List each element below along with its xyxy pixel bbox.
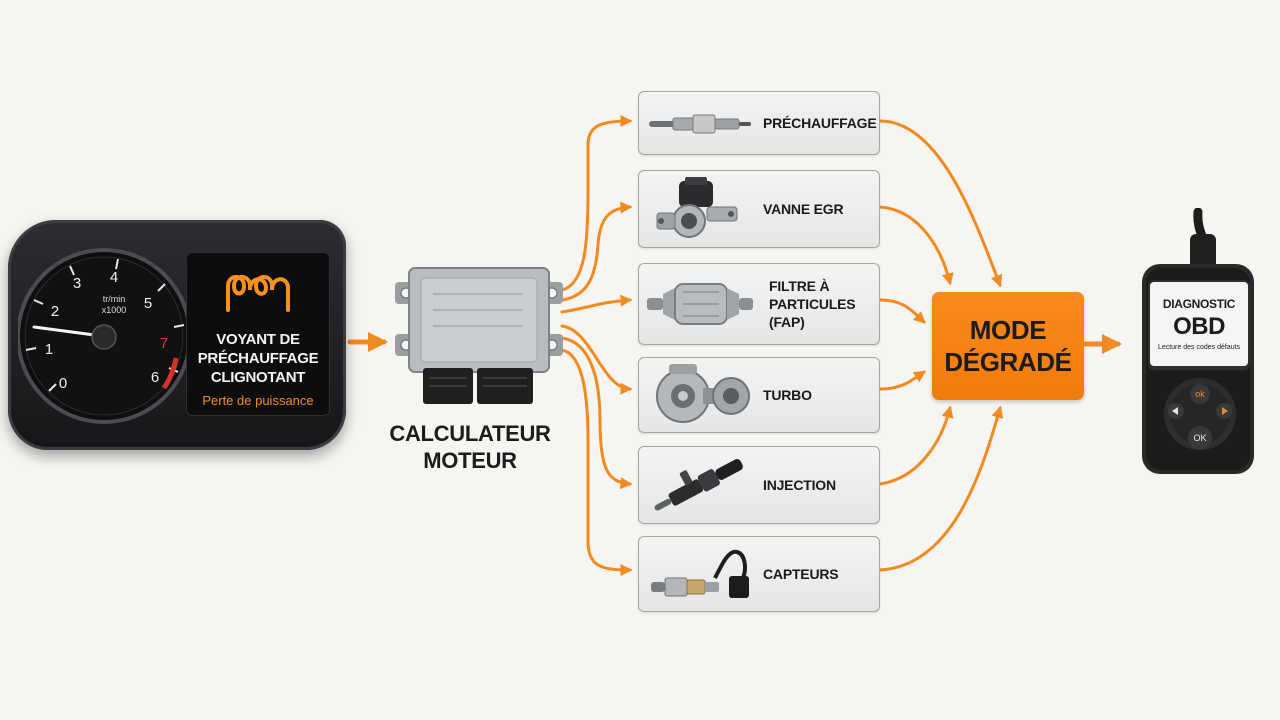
tacho-tick-label-red: 7 bbox=[160, 335, 168, 352]
obd-subtitle: OBD bbox=[1173, 313, 1225, 340]
degraded-mode-line: DÉGRADÉ bbox=[944, 347, 1072, 377]
sensor-icon bbox=[651, 549, 749, 598]
tacho-unit: tr/min bbox=[103, 294, 126, 304]
component-label-line: PRÉCHAUFFAGE bbox=[763, 115, 877, 131]
component-label-line: FILTRE À bbox=[769, 278, 830, 294]
connector-capteurs-to-mode bbox=[878, 405, 1004, 572]
glow-plug-icon bbox=[649, 114, 751, 134]
component-box-injection: INJECTION bbox=[638, 446, 880, 524]
tacho-major-ticks bbox=[25, 258, 185, 392]
obd-caption: Lecture des codes défauts bbox=[1157, 344, 1241, 351]
tacho-tick-label: 3 bbox=[73, 275, 81, 292]
obd-ok-button-label: OK bbox=[1193, 433, 1207, 443]
component-box-fap: FILTRE À PARTICULES (FAP) bbox=[638, 263, 880, 345]
connector-turbo-to-mode bbox=[878, 370, 926, 391]
component-box-capteurs: CAPTEURS bbox=[638, 536, 880, 612]
ecu-unit-icon bbox=[395, 267, 563, 404]
warning-title: VOYANT DE PRÉCHAUFFAGE CLIGNOTANT bbox=[186, 330, 330, 387]
component-label: CAPTEURS bbox=[763, 537, 839, 611]
egr-valve-icon bbox=[656, 177, 738, 238]
component-box-prechauffage: PRÉCHAUFFAGE bbox=[638, 91, 880, 155]
connector-egr-to-mode bbox=[878, 205, 954, 286]
tachometer-gauge: 0 1 2 3 4 5 6 7 tr/min x1000 bbox=[18, 248, 192, 424]
tacho-tick-label: 0 bbox=[59, 375, 67, 392]
tacho-redline bbox=[161, 357, 179, 390]
cluster-display: VOYANT DE PRÉCHAUFFAGE CLIGNOTANT Perte … bbox=[186, 252, 330, 416]
component-label-line: PARTICULES (FAP) bbox=[769, 296, 856, 330]
connector-ecu-to-capteurs bbox=[560, 348, 633, 576]
power-loss-text: Perte de puissance bbox=[202, 393, 314, 408]
tacho-hub bbox=[91, 324, 117, 350]
connector-ecu-to-injection bbox=[560, 336, 633, 490]
component-label: VANNE EGR bbox=[763, 171, 844, 247]
tacho-tick-label: 6 bbox=[151, 369, 159, 386]
component-label: TURBO bbox=[763, 358, 812, 432]
connector-ecu-to-egr bbox=[560, 201, 633, 302]
tacho-unit-multiplier: x1000 bbox=[102, 305, 127, 315]
connector-fap-to-mode bbox=[878, 298, 926, 324]
degraded-mode-box: MODE DÉGRADÉ bbox=[932, 292, 1084, 400]
connector-injection-to-mode bbox=[878, 405, 954, 486]
component-label: PRÉCHAUFFAGE bbox=[763, 92, 877, 154]
connector-prechauffage-to-mode bbox=[878, 119, 1003, 288]
tacho-tick-label: 1 bbox=[45, 341, 53, 358]
degraded-mode-line: MODE bbox=[969, 315, 1047, 345]
tacho-needle bbox=[32, 325, 104, 338]
warning-line: PRÉCHAUFFAGE bbox=[197, 350, 319, 367]
obd-screen: DIAGNOSTIC OBD Lecture des codes défauts bbox=[1150, 282, 1248, 366]
tacho-tick-label: 2 bbox=[51, 303, 59, 320]
component-box-turbo: TURBO bbox=[638, 357, 880, 433]
component-label-line: TURBO bbox=[763, 387, 812, 403]
component-label-line: INJECTION bbox=[763, 477, 836, 493]
obd-title: DIAGNOSTIC bbox=[1162, 297, 1236, 311]
connector-ecu-to-fap bbox=[560, 294, 633, 314]
particle-filter-icon bbox=[647, 283, 753, 325]
connector-ecu-to-turbo bbox=[560, 324, 633, 395]
component-label-line: CAPTEURS bbox=[763, 566, 839, 582]
component-label: FILTRE À PARTICULES (FAP) bbox=[769, 264, 879, 344]
instrument-cluster: 0 1 2 3 4 5 6 7 tr/min x1000 VOYANT DE P… bbox=[8, 220, 346, 450]
ecu-label: CALCULATEUR MOTEUR bbox=[380, 420, 560, 474]
connector-ecu-to-prechauffage bbox=[560, 115, 633, 292]
ecu-label-line: CALCULATEUR bbox=[389, 421, 551, 446]
turbo-icon bbox=[656, 364, 750, 423]
warning-line: CLIGNOTANT bbox=[210, 369, 306, 386]
tacho-tick-label: 4 bbox=[110, 269, 118, 286]
component-label-line: VANNE EGR bbox=[763, 201, 844, 217]
warning-line: VOYANT DE bbox=[216, 331, 300, 348]
obd-top-button-label: ok bbox=[1195, 389, 1205, 399]
tacho-tick-label: 5 bbox=[144, 295, 152, 312]
component-box-egr: VANNE EGR bbox=[638, 170, 880, 248]
glow-plug-warning-icon bbox=[226, 275, 290, 312]
injector-icon bbox=[654, 459, 743, 511]
ecu-label-line: MOTEUR bbox=[423, 448, 517, 473]
component-label: INJECTION bbox=[763, 447, 836, 523]
